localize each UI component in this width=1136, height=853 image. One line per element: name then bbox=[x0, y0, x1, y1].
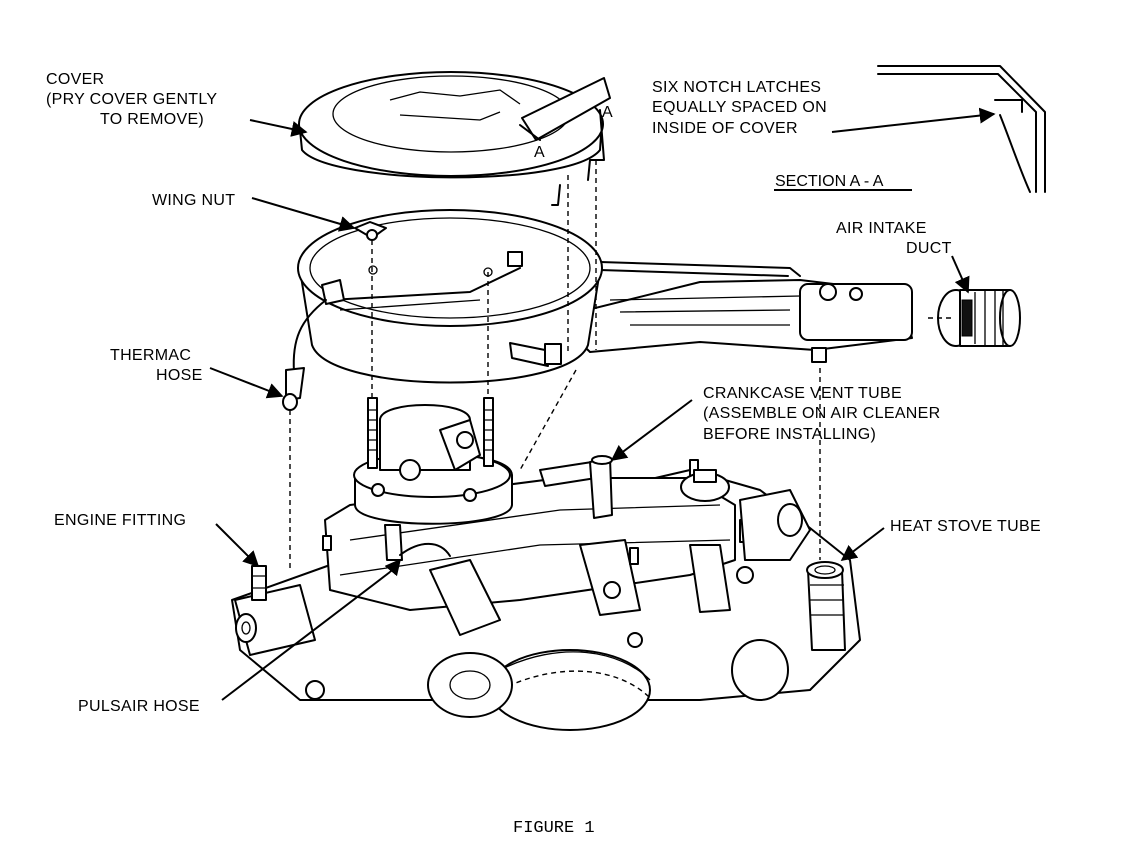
cover-label-line2: (PRY COVER GENTLY bbox=[46, 91, 217, 108]
crankcase-label-line2: (ASSEMBLE ON AIR CLEANER bbox=[703, 405, 941, 422]
wing-nut-label: WING NUT bbox=[152, 192, 235, 209]
air-intake-duct bbox=[937, 289, 1021, 347]
engine-assembly bbox=[231, 397, 861, 731]
air-intake-label-line2: DUCT bbox=[906, 240, 952, 257]
cover-lid bbox=[298, 71, 611, 206]
section-detail bbox=[877, 65, 1046, 193]
section-label: SECTION A - A bbox=[775, 173, 884, 190]
air-cleaner-housing bbox=[297, 209, 913, 384]
air-intake-label-line1: AIR INTAKE bbox=[836, 220, 927, 237]
cover-label-line3: TO REMOVE) bbox=[100, 111, 204, 128]
pulsair-hose-label: PULSAIR HOSE bbox=[78, 698, 200, 715]
section-mark-a-top: A bbox=[602, 104, 613, 121]
section-mark-a-bottom: A bbox=[534, 144, 545, 161]
thermac-label-line2: HOSE bbox=[156, 367, 203, 384]
figure-caption: FIGURE 1 bbox=[513, 819, 595, 838]
assembly-lines bbox=[289, 160, 952, 570]
thermac-label-line1: THERMAC bbox=[110, 347, 191, 364]
cover-label-line1: COVER bbox=[46, 71, 104, 88]
leader-lines bbox=[209, 107, 996, 701]
heat-stove-label: HEAT STOVE TUBE bbox=[890, 518, 1041, 535]
crankcase-label-line3: BEFORE INSTALLING) bbox=[703, 426, 876, 443]
crankcase-label-line1: CRANKCASE VENT TUBE bbox=[703, 385, 902, 402]
callout-labels: COVER (PRY COVER GENTLY TO REMOVE) WING … bbox=[46, 71, 1041, 715]
six-notch-label-line2: EQUALLY SPACED ON bbox=[652, 99, 827, 116]
thermac-hose bbox=[292, 299, 327, 373]
engine-fitting-label: ENGINE FITTING bbox=[54, 512, 186, 529]
six-notch-label-line1: SIX NOTCH LATCHES bbox=[652, 79, 821, 96]
six-notch-label-line3: INSIDE OF COVER bbox=[652, 120, 798, 137]
